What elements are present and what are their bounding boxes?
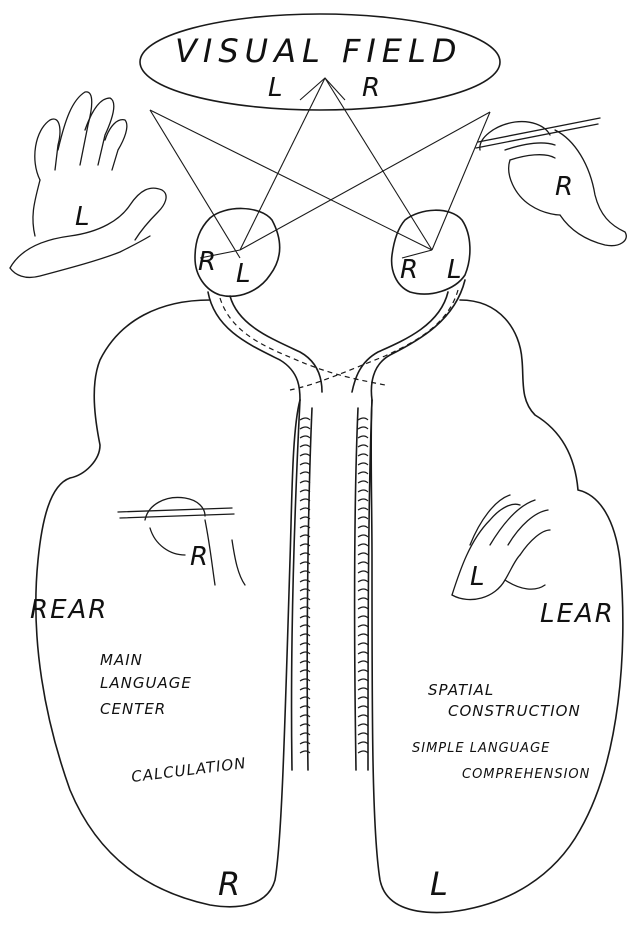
hatch-mark-right — [358, 607, 368, 609]
simple-language-line2: COMPREHENSION — [462, 767, 590, 782]
hatch-mark-right — [358, 481, 368, 483]
right-hemisphere-hand-label: L — [470, 562, 485, 592]
hatch-mark-right — [358, 454, 368, 456]
hatch-mark-left — [300, 427, 310, 429]
hatch-mark-left — [300, 643, 310, 645]
hatch-mark-right — [358, 562, 368, 564]
hatch-mark-left — [300, 652, 310, 654]
hatch-mark-left — [300, 472, 310, 474]
hatch-mark-right — [358, 508, 368, 510]
hatch-mark-right — [358, 427, 368, 429]
spatial-line2: CONSTRUCTION — [448, 702, 581, 720]
left-eye-l-label: L — [236, 259, 251, 289]
hatch-mark-left — [300, 625, 310, 627]
hatch-mark-left — [300, 463, 310, 465]
main-language-line1: MAIN — [100, 651, 143, 669]
right-hemisphere-hand-drawing — [452, 495, 550, 600]
hatch-mark-left — [300, 454, 310, 456]
hatch-mark-left — [300, 634, 310, 636]
hatch-mark-left — [300, 724, 310, 726]
hatch-mark-right — [358, 598, 368, 600]
left-hemisphere-hand-label: R — [190, 542, 208, 572]
hatch-mark-right — [358, 688, 368, 690]
main-language-line2: LANGUAGE — [100, 674, 192, 692]
optic-nerves — [208, 280, 465, 400]
left-eye-r-label: R — [198, 247, 216, 277]
left-hemisphere-hand-drawing — [118, 497, 245, 585]
hatch-mark-right — [358, 724, 368, 726]
hatch-mark-left — [300, 742, 310, 744]
hatch-mark-left — [300, 670, 310, 672]
right-hand-drawing — [476, 118, 626, 246]
hatch-mark-left — [300, 661, 310, 663]
hatch-mark-right — [358, 553, 368, 555]
hatch-mark-right — [358, 517, 368, 519]
hatch-mark-right — [358, 706, 368, 708]
right-ear-label: LEAR — [540, 599, 615, 629]
hatch-mark-left — [300, 688, 310, 690]
main-language-line3: CENTER — [100, 700, 166, 718]
left-hand-drawing — [10, 92, 166, 278]
right-eye-l-label: L — [447, 255, 462, 285]
hatch-mark-right — [358, 742, 368, 744]
hatch-mark-right — [358, 580, 368, 582]
hatch-mark-left — [300, 562, 310, 564]
hatch-mark-right — [358, 535, 368, 537]
hatch-mark-right — [358, 616, 368, 618]
hatch-mark-left — [300, 598, 310, 600]
hatch-mark-right — [358, 418, 368, 420]
spatial-line1: SPATIAL — [428, 681, 494, 699]
hatch-mark-right — [358, 490, 368, 492]
hatch-mark-left — [300, 580, 310, 582]
hatch-mark-right — [358, 526, 368, 528]
hatch-mark-right — [358, 751, 368, 753]
hatch-mark-right — [358, 697, 368, 699]
hatch-mark-right — [358, 643, 368, 645]
right-hemisphere-label: L — [430, 865, 454, 903]
left-ear-label: REAR — [30, 595, 108, 625]
hatch-mark-left — [300, 589, 310, 591]
hatch-mark-right — [358, 571, 368, 573]
left-hand-label: L — [75, 202, 90, 232]
hatch-mark-left — [300, 607, 310, 609]
simple-language-line1: SIMPLE LANGUAGE — [412, 741, 550, 756]
hatch-mark-right — [358, 625, 368, 627]
hatch-mark-right — [358, 661, 368, 663]
hatch-mark-left — [300, 571, 310, 573]
hatch-mark-left — [300, 706, 310, 708]
visual-field-title: VISUAL FIELD — [175, 32, 462, 70]
hatch-mark-left — [300, 481, 310, 483]
hatch-mark-left — [300, 616, 310, 618]
right-hand-label: R — [555, 172, 573, 202]
hatch-mark-left — [300, 697, 310, 699]
hatch-mark-left — [300, 418, 310, 420]
hatch-mark-left — [300, 436, 310, 438]
hatch-mark-right — [358, 634, 368, 636]
hatch-mark-left — [300, 679, 310, 681]
right-eye-r-label: R — [400, 255, 418, 285]
hatch-mark-left — [300, 733, 310, 735]
brain-outline — [36, 300, 623, 913]
hatch-mark-left — [300, 445, 310, 447]
hatch-mark-right — [358, 472, 368, 474]
hatch-mark-right — [358, 652, 368, 654]
hatch-mark-right — [358, 715, 368, 717]
hatch-mark-right — [358, 436, 368, 438]
visual-field-right-label: R — [362, 73, 380, 103]
hatch-mark-right — [358, 463, 368, 465]
hatch-mark-right — [358, 679, 368, 681]
hatch-mark-right — [358, 499, 368, 501]
left-hemisphere-label: R — [218, 865, 246, 903]
hatch-mark-right — [358, 733, 368, 735]
hatch-mark-left — [300, 715, 310, 717]
hatch-mark-right — [358, 589, 368, 591]
hatch-mark-right — [358, 544, 368, 546]
visual-field-left-label: L — [268, 73, 283, 103]
hatch-mark-right — [358, 670, 368, 672]
calculation-label: CALCULATION — [130, 754, 247, 786]
hatch-mark-right — [358, 445, 368, 447]
